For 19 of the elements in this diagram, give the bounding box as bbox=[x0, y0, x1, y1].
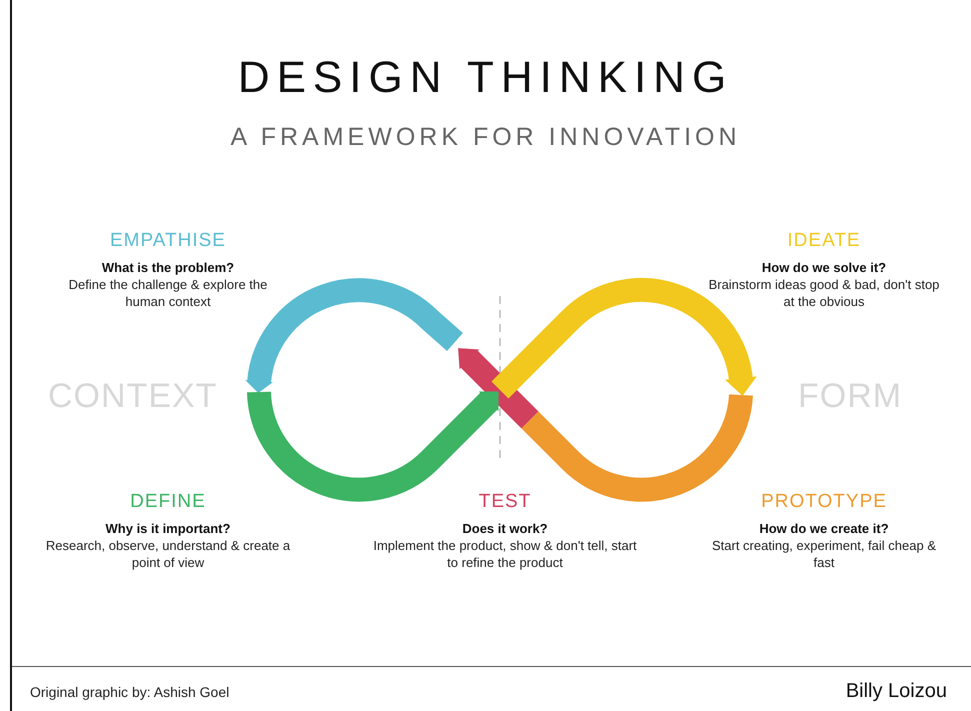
stage-question: Why is it important? bbox=[106, 520, 230, 537]
stage-heading: DEFINE bbox=[130, 490, 206, 514]
author-name: Billy Loizou bbox=[846, 679, 947, 703]
title: DESIGN THINKING bbox=[238, 52, 734, 104]
stage-heading: IDEATE bbox=[787, 229, 861, 253]
stage-description: Start creating, experiment, fail cheap & fast bbox=[710, 537, 937, 571]
stage-heading: EMPATHISE bbox=[110, 229, 226, 253]
stage-description: Implement the product, show & don't tell, start to refine the product bbox=[372, 537, 638, 571]
stage-description: Define the challenge & explore the human context bbox=[68, 276, 268, 310]
stage-heading: TEST bbox=[478, 490, 532, 514]
stage-description: Research, observe, understand & create a point of view bbox=[44, 537, 292, 571]
credit-text: Original graphic by: Ashish Goel bbox=[30, 683, 230, 701]
stage-question: What is the problem? bbox=[102, 259, 234, 276]
stage-question: Does it work? bbox=[462, 520, 548, 537]
subtitle: A FRAMEWORK FOR INNOVATION bbox=[230, 122, 741, 153]
stage-question: How do we solve it? bbox=[762, 259, 886, 276]
stage-question: How do we create it? bbox=[759, 520, 889, 537]
stage-description: Brainstorm ideas good & bad, don't stop at the obvious bbox=[708, 276, 940, 310]
stage-heading: PROTOTYPE bbox=[761, 490, 887, 514]
